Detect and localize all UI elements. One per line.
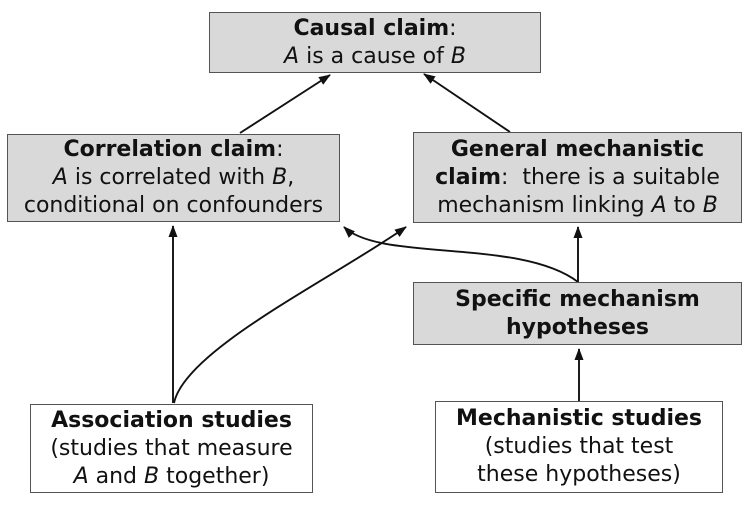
text-segment: Specific mechanism <box>455 286 700 312</box>
general-claim-title-line2: claim: there is a suitable <box>435 164 720 192</box>
text-segment: B <box>450 43 466 69</box>
text-segment: A <box>73 463 89 489</box>
text-segment: A <box>651 192 667 218</box>
specific-hypotheses-line2: hypotheses <box>506 314 649 342</box>
text-segment: General mechanistic <box>450 136 705 162</box>
text-segment: and <box>88 463 145 489</box>
specific-hypotheses-line1: Specific mechanism <box>455 286 700 314</box>
text-segment: B <box>144 463 160 489</box>
text-segment: Mechanistic studies <box>456 406 702 431</box>
mechanistic-studies-title: Mechanistic studies <box>456 405 702 433</box>
text-segment: : <box>276 137 284 162</box>
general-claim-body: mechanism linking A to B <box>437 192 718 220</box>
text-segment: B <box>702 192 718 218</box>
text-segment: is a cause of <box>299 43 451 69</box>
arrow-correlation-to-causal <box>239 74 331 134</box>
box-causal-claim: Causal claim: A is a cause of B <box>209 12 541 73</box>
box-mechanistic-studies: Mechanistic studies (studies that test t… <box>435 401 723 493</box>
box-correlation-claim: Correlation claim: A is correlated with … <box>7 134 340 222</box>
text-segment: these hypotheses) <box>477 462 681 487</box>
arrow-specific-to-correlation <box>343 226 579 283</box>
arrow-association-to-general <box>173 226 407 404</box>
association-studies-title: Association studies <box>51 407 292 435</box>
association-studies-body-line2: A and B together) <box>74 463 270 491</box>
text-segment: Causal claim <box>293 15 450 41</box>
mechanistic-studies-body-line2: these hypotheses) <box>477 461 681 489</box>
correlation-claim-body-line1: A is correlated with B, <box>53 164 294 192</box>
general-claim-title-line1: General mechanistic <box>451 136 704 164</box>
mechanistic-studies-body-line1: (studies that test <box>485 433 674 461</box>
text-segment: B <box>272 165 288 190</box>
text-segment: to <box>666 192 703 218</box>
text-segment: mechanism linking <box>437 192 652 218</box>
box-specific-mechanism-hypotheses: Specific mechanism hypotheses <box>413 282 742 345</box>
text-segment: is correlated with <box>67 165 273 190</box>
box-general-mechanistic-claim: General mechanistic claim: there is a su… <box>413 132 742 223</box>
correlation-claim-body-line2: conditional on confounders <box>24 192 323 220</box>
text-segment: A <box>52 165 68 190</box>
causal-claim-body: A is a cause of B <box>284 43 466 71</box>
box-association-studies: Association studies (studies that measur… <box>30 404 313 493</box>
association-studies-body-line1: (studies that measure <box>50 435 292 463</box>
text-segment: together) <box>159 463 270 489</box>
arrow-general-to-causal <box>423 73 511 133</box>
text-segment: A <box>284 43 300 69</box>
text-segment: Correlation claim <box>63 137 277 162</box>
text-segment: (studies that test <box>484 434 674 459</box>
text-segment: (studies that measure <box>50 435 293 461</box>
text-segment: : <box>449 15 457 41</box>
correlation-claim-title: Correlation claim: <box>63 136 283 164</box>
text-segment: , <box>287 165 295 190</box>
text-segment: conditional on confounders <box>23 193 324 218</box>
text-segment: : there is a suitable <box>501 164 720 190</box>
causal-claim-title: Causal claim: <box>293 15 456 43</box>
text-segment: claim <box>435 164 502 190</box>
text-segment: Association studies <box>51 407 292 433</box>
text-segment: hypotheses <box>505 314 650 340</box>
